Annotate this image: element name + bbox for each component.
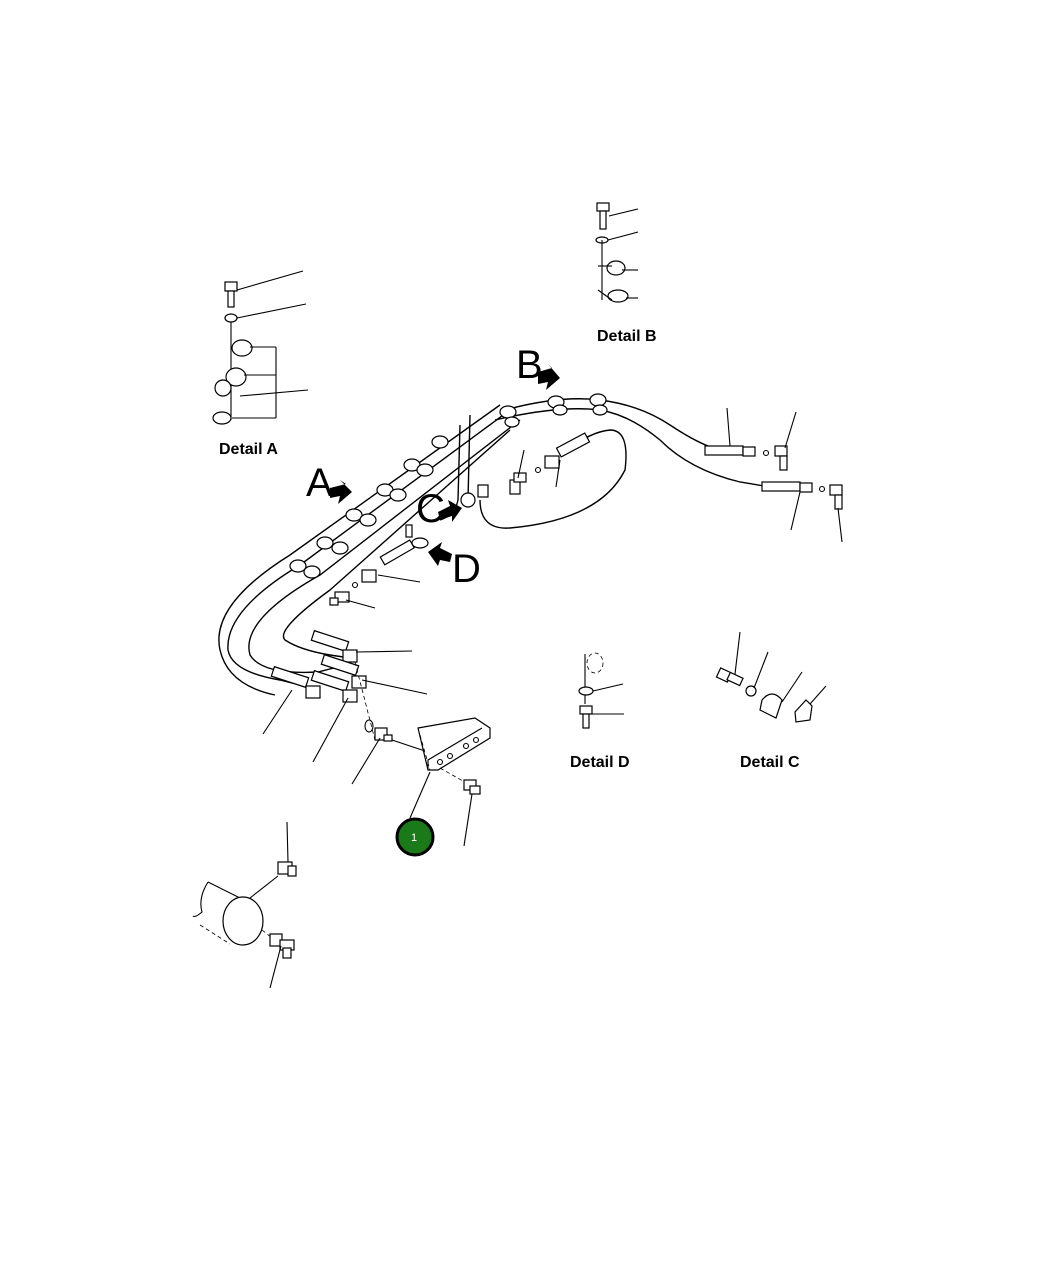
detail-a-label: Detail A <box>219 441 278 458</box>
callout-number: 1 <box>411 832 417 844</box>
right-fittings <box>704 407 843 543</box>
arrow-a: A <box>306 461 352 505</box>
middle-fittings <box>509 432 591 495</box>
hose-bundle <box>218 398 771 696</box>
detail-c-assembly <box>715 631 827 723</box>
arrow-c: C <box>416 487 462 531</box>
detail-b-assembly <box>595 202 639 303</box>
callout-circle[interactable] <box>395 817 435 857</box>
detail-a-assembly <box>212 270 309 425</box>
callout-marker-1[interactable]: 1 <box>395 817 435 857</box>
detail-b-label: Detail B <box>597 328 657 345</box>
arrow-b: B <box>516 343 560 390</box>
cylinder-assembly <box>192 821 297 989</box>
mounting-bracket <box>409 717 491 847</box>
clamp-group <box>289 393 608 579</box>
lower-left-hose-ends <box>262 629 429 785</box>
detail-c-label: Detail C <box>740 754 800 771</box>
svg-text:D: D <box>452 547 481 591</box>
svg-text:C: C <box>416 487 445 531</box>
arrow-d: D <box>428 542 481 591</box>
detail-d-assembly <box>578 652 624 729</box>
detail-d-label: Detail D <box>570 754 630 771</box>
svg-text:A: A <box>306 461 333 505</box>
center-fittings <box>329 524 429 609</box>
